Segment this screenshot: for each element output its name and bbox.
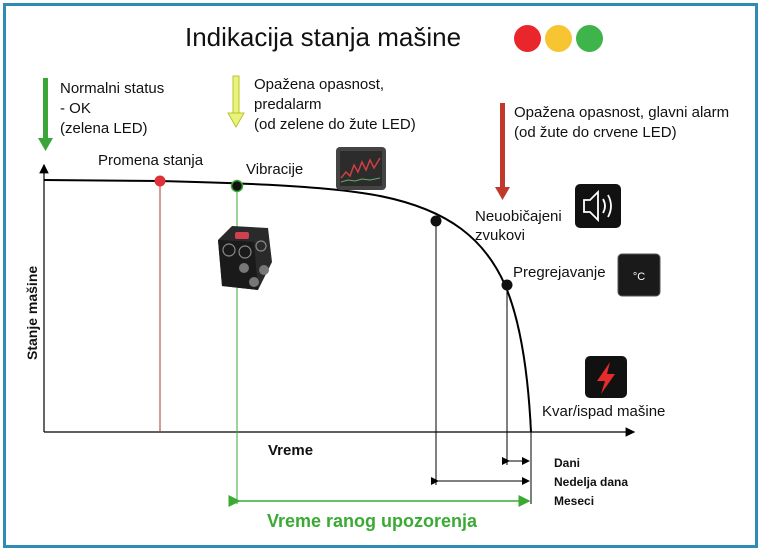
vibration-sensor-device: [218, 226, 272, 290]
diagram-frame: [3, 3, 758, 548]
prealarm-label: Opažena opasnost, predalarm (od zelene d…: [254, 76, 416, 133]
lightning-bolt-icon: [585, 356, 627, 398]
main-alarm-arrow: [495, 103, 510, 200]
y-axis-label: Stanje mašine: [24, 265, 40, 360]
x-axis-label: Vreme: [268, 442, 314, 459]
yellow-led: [545, 25, 572, 52]
normal-status-label: Normalni status - OK (zelena LED): [60, 80, 165, 137]
page-title: Indikacija stanja mašine: [185, 22, 462, 52]
noise-marker: [430, 215, 442, 227]
early-warning-time-label: Vreme ranog upozorenja: [267, 511, 478, 531]
machine-failure-label: Kvar/ispad mašine: [542, 403, 666, 420]
vibration-label: Vibracije: [246, 161, 304, 178]
vibration-chart-icon: [336, 147, 386, 190]
green-led: [576, 25, 603, 52]
days-span-label: Dani: [554, 456, 581, 470]
overheat-marker: [501, 279, 513, 291]
unusual-noise-label: Neuobičajeni zvukovi: [475, 208, 562, 244]
state-change-marker: [154, 175, 166, 187]
prealarm-arrow: [227, 75, 245, 129]
normal-status-arrow: [38, 78, 53, 151]
main-alarm-label: Opažena opasnost, glavni alarm (od žute …: [514, 104, 730, 141]
condition-curve: [43, 179, 532, 433]
vibration-marker: [230, 179, 244, 193]
weeks-span-label: Nedelja dana: [554, 475, 629, 489]
overheating-label: Pregrejavanje: [513, 264, 606, 281]
state-change-label: Promena stanja: [98, 152, 204, 169]
red-led: [514, 25, 541, 52]
temperature-celsius-icon: °C: [617, 253, 661, 297]
svg-text:°C: °C: [633, 271, 645, 283]
speaker-sound-icon: [575, 184, 621, 228]
months-span-label: Meseci: [554, 494, 595, 508]
